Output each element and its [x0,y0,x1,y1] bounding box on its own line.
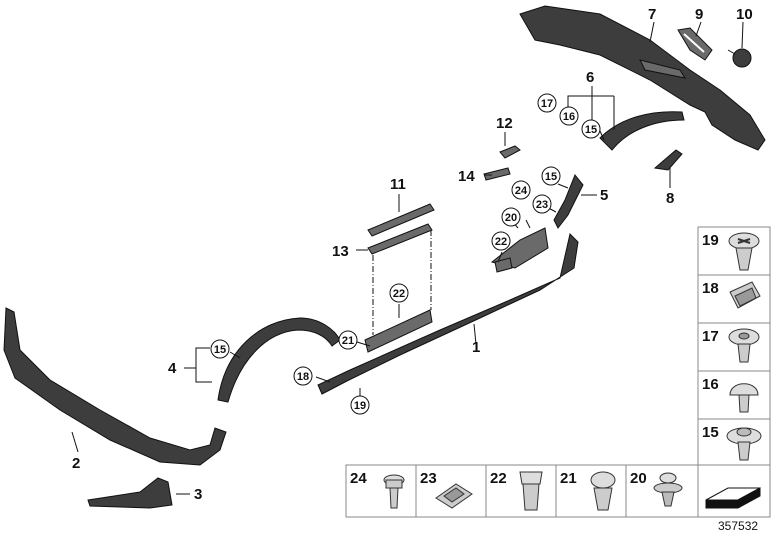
label-9: 9 [695,6,703,23]
front-wheel-arch-trim [217,317,341,403]
table-label-22: 22 [490,470,507,487]
table-label-23: 23 [420,470,437,487]
circled-19: 19 [354,400,366,412]
circled-18: 18 [297,371,309,383]
table-label-16: 16 [702,376,719,393]
circled-22-lower: 22 [393,288,405,300]
side-sill-panel [317,227,579,395]
screw-19-icon [728,232,760,271]
fastener-table-right: 19 18 17 16 15 [697,226,771,466]
circled-22-upper: 22 [495,236,507,248]
front-lower-trim [3,307,227,466]
table-label-18: 18 [702,280,719,297]
rear-bumper-trim [519,5,766,151]
trim-piece-8 [653,149,683,171]
label-1: 1 [472,339,480,356]
label-14: 14 [458,168,475,185]
rivet-17-icon [728,328,760,363]
table-label-19: 19 [702,232,719,249]
part-number-labels: 1 2 3 4 5 6 7 8 9 10 11 12 13 14 [72,6,753,503]
table-label-17: 17 [702,328,719,345]
label-4: 4 [168,360,177,377]
label-6: 6 [586,69,594,86]
table-label-21: 21 [560,470,577,487]
plastic-nut-22-icon [519,471,543,511]
label-3: 3 [194,486,202,503]
label-8: 8 [666,190,674,207]
leader-lines [71,21,744,495]
trim-piece-5 [553,174,584,229]
clip-14 [483,167,511,181]
rear-wheel-arch-trim [599,111,685,151]
circled-15-mid: 15 [545,171,557,183]
arrow-icon [705,487,761,509]
table-label-15: 15 [702,424,719,441]
circled-16: 16 [563,111,575,123]
label-7: 7 [648,6,656,23]
trim-strip-13 [367,223,433,255]
clip-12 [499,145,521,159]
label-10: 10 [736,6,753,23]
label-12: 12 [496,115,513,132]
table-label-24: 24 [350,470,367,487]
clip-nut-18-icon [729,281,761,309]
spoiler-piece-3 [87,477,173,509]
circled-20: 20 [505,212,517,224]
clip-nut-23-icon [435,483,473,509]
circled-15-rear: 15 [585,124,597,136]
trim-strip-11 [367,203,435,237]
push-clip-20-icon [653,472,683,507]
circled-24: 24 [515,185,528,197]
label-11: 11 [390,176,406,193]
label-2: 2 [72,455,80,472]
tree-clip-15-icon [726,427,762,461]
table-label-20: 20 [630,470,647,487]
torx-screw-24-icon [383,474,405,509]
dome-clip-16-icon [729,383,759,413]
bracket-9 [677,27,713,61]
circled-15-front: 15 [214,344,226,356]
rivet-21-icon [590,471,616,511]
circled-labels: 17 16 15 15 24 23 20 22 22 21 15 18 19 [210,93,601,415]
fastener-table-bottom: 24 23 22 21 20 [345,464,771,518]
circled-23: 23 [536,199,548,211]
reference-number: 357532 [718,519,758,533]
circled-21: 21 [342,335,354,347]
label-5: 5 [600,187,608,204]
plug-10 [727,48,752,68]
circled-17: 17 [541,98,553,110]
label-13: 13 [332,243,349,260]
